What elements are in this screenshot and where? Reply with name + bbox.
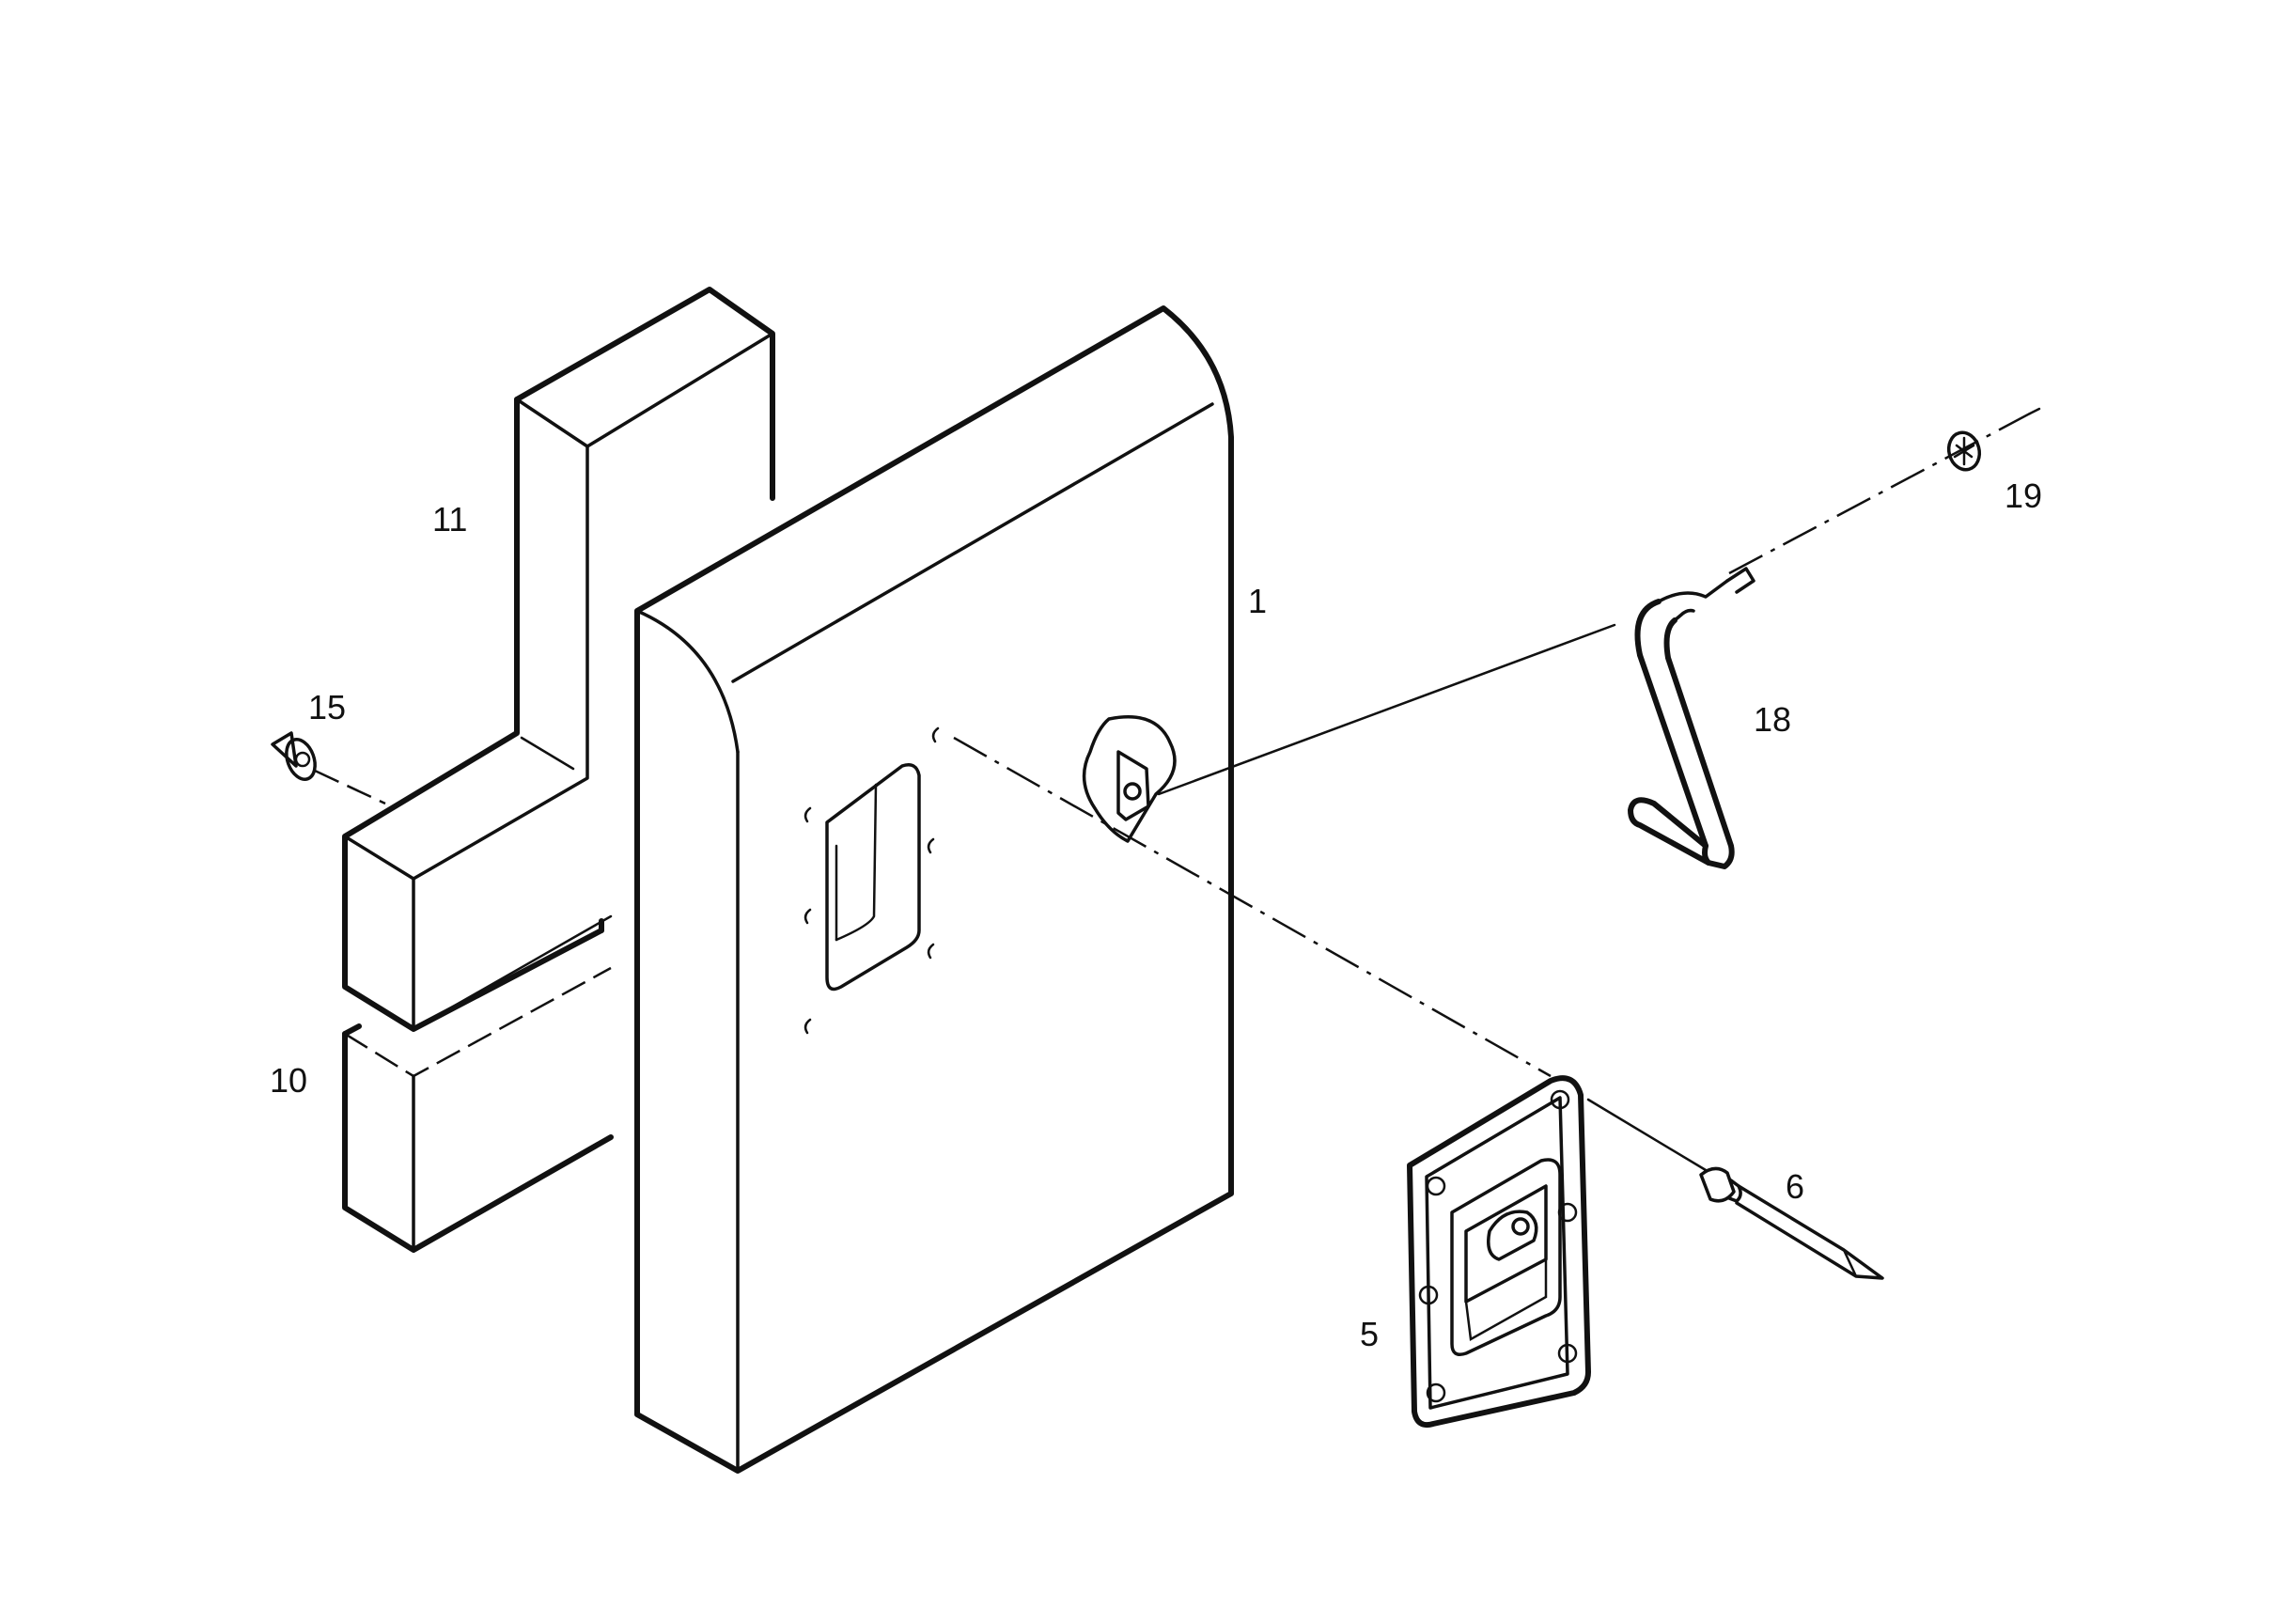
callout-11: 11 <box>432 500 467 539</box>
callouts: 11 1 15 10 18 19 6 5 <box>270 476 2042 1353</box>
latch-plate <box>1407 1075 1591 1429</box>
push-fastener-icon <box>271 731 317 781</box>
pin-stud <box>1699 1166 1884 1280</box>
star-washer-icon <box>1946 430 1982 472</box>
insulation-block-lower <box>342 966 614 1253</box>
crank-handle <box>1628 567 1755 869</box>
assembly-lines <box>314 407 2041 1172</box>
callout-10: 10 <box>270 1061 307 1100</box>
callout-1: 1 <box>1248 582 1267 620</box>
insulation-block-upper <box>342 287 775 1032</box>
door-panel <box>634 305 1234 1474</box>
callout-18: 18 <box>1754 700 1791 739</box>
callout-5: 5 <box>1360 1315 1379 1353</box>
callout-6: 6 <box>1786 1167 1804 1206</box>
callout-15: 15 <box>308 688 346 726</box>
callout-19: 19 <box>2005 476 2042 515</box>
